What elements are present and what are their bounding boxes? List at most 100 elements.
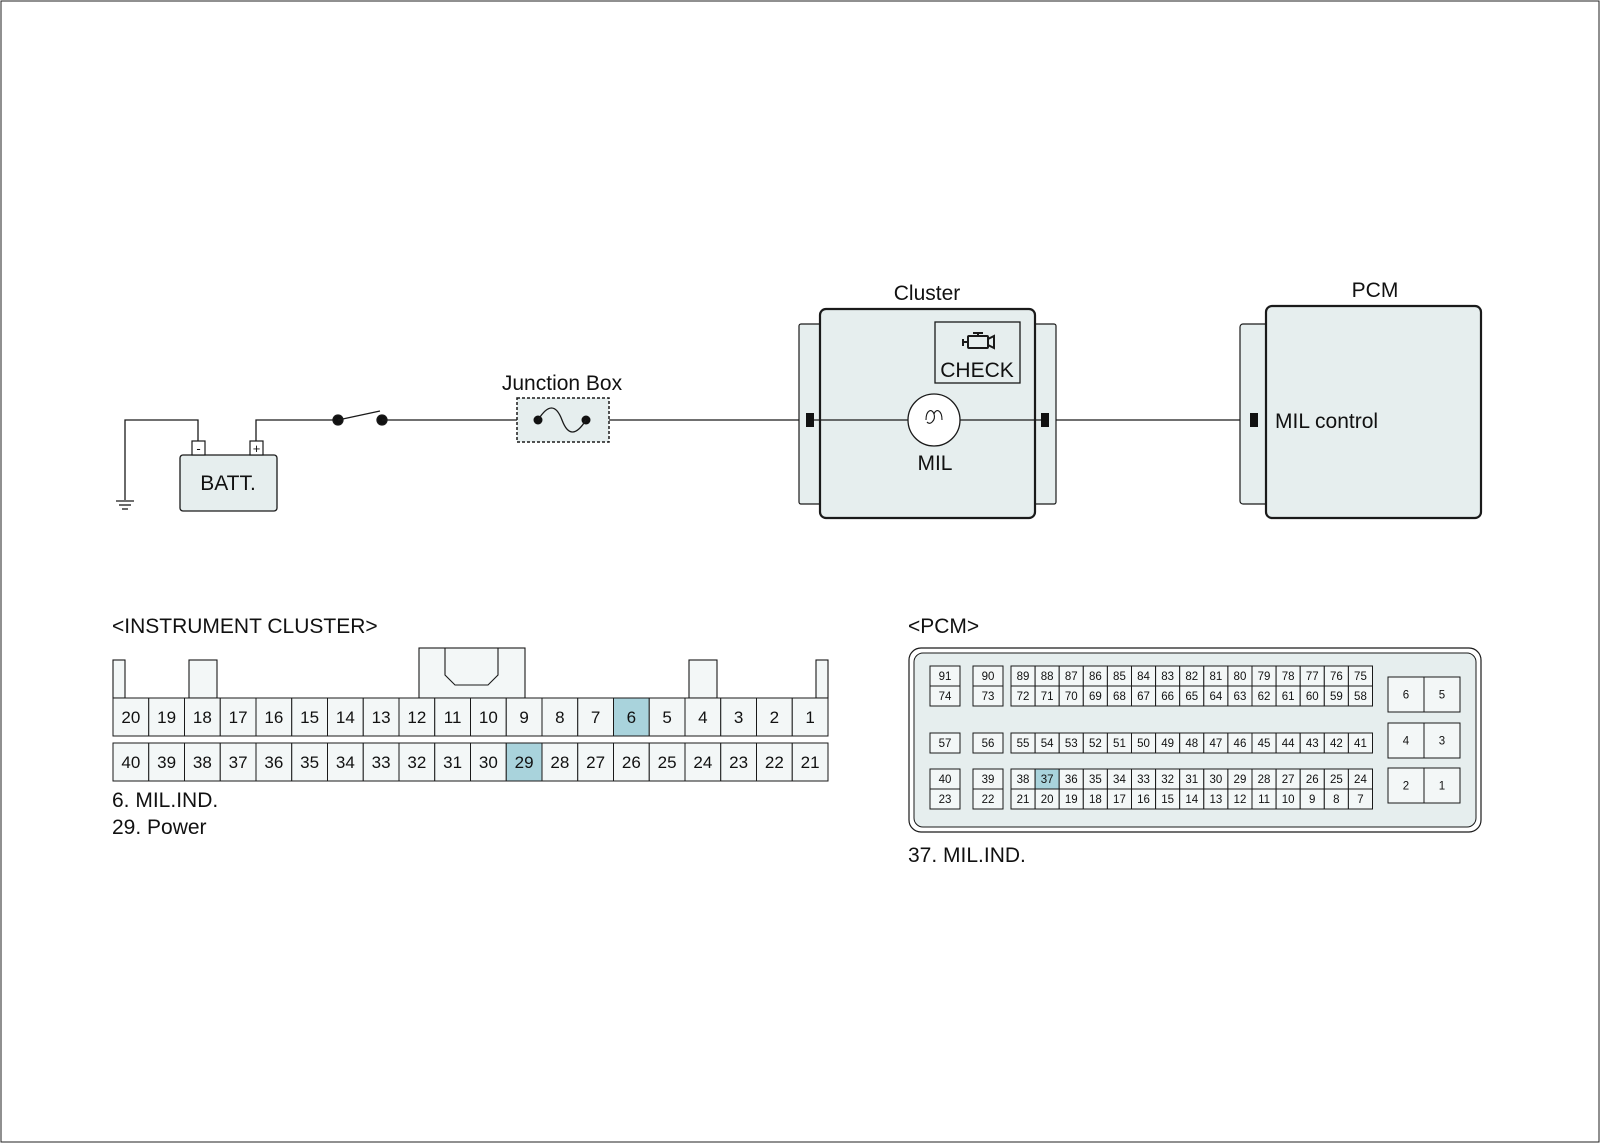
pin-number: 56: [982, 738, 995, 750]
connector-pin-17: 17: [1106, 788, 1133, 810]
pin-cell: [1423, 722, 1461, 759]
connector-pin-40: 40: [112, 742, 150, 782]
connector-pin-27: 27: [577, 742, 614, 782]
connector-pin-10: 10: [470, 697, 507, 737]
pin-number: 40: [121, 753, 140, 772]
pin-cell: [255, 742, 293, 782]
pin-number: 10: [1282, 794, 1295, 806]
pin-number: 42: [1330, 738, 1343, 750]
connector-pin-86: 86: [1082, 665, 1108, 687]
connector-pin-76: 76: [1323, 665, 1349, 687]
pin-number: 16: [264, 708, 283, 727]
connector-pin-68: 68: [1106, 685, 1133, 707]
pin-number: 71: [1041, 691, 1054, 703]
pin-cell: [1423, 676, 1461, 713]
pin-cell: [929, 788, 961, 810]
connector-pin-5: 5: [648, 697, 686, 737]
pin-number: 81: [1209, 671, 1222, 683]
connector-pin-15: 15: [291, 697, 328, 737]
connector-pin-67: 67: [1131, 685, 1157, 707]
pin-cell: [577, 697, 614, 737]
battery-positive-terminal: [249, 440, 264, 456]
connector-pin-64: 64: [1203, 685, 1229, 707]
pin-number: 18: [1089, 794, 1102, 806]
connector-pin-66: 66: [1155, 685, 1181, 707]
pin-number: 10: [479, 708, 498, 727]
pin-number: 87: [1065, 671, 1078, 683]
pin-cell: [398, 697, 436, 737]
connector-pin-73: 73: [972, 685, 1004, 707]
connector-pin-9: 9: [505, 697, 543, 737]
pin-number: 27: [586, 753, 605, 772]
battery-positive-wire: [255, 419, 338, 441]
connector-pin-87: 87: [1058, 665, 1084, 687]
connector-pin-60: 60: [1299, 685, 1325, 707]
connector-pin-41: 41: [1347, 732, 1374, 754]
pin-number: 8: [555, 708, 564, 727]
pin-number: 29: [515, 753, 534, 772]
connector-pin-7: 7: [577, 697, 614, 737]
connector-pin-70: 70: [1058, 685, 1084, 707]
pin-cell: [219, 742, 257, 782]
connector-pin-24: 24: [684, 742, 722, 782]
pin-number: 11: [1258, 794, 1270, 806]
connector-pin-79: 79: [1251, 665, 1277, 687]
pin-number: 19: [157, 708, 176, 727]
pin-cell: [470, 742, 507, 782]
connector-pin-40: 40: [929, 768, 961, 790]
connector-pin-4: 4: [1387, 722, 1425, 759]
connector-pin-25: 25: [648, 742, 686, 782]
pin-number: 23: [939, 794, 952, 806]
battery-positive-sign: +: [253, 441, 261, 456]
ignition-switch-icon: [332, 410, 388, 426]
pin-number: 49: [1161, 738, 1174, 750]
connector-pin-20: 20: [1034, 788, 1060, 810]
pin-cell: [1347, 788, 1374, 810]
connector-pin-15: 15: [1155, 788, 1181, 810]
connector-pin-91: 91: [929, 665, 961, 687]
connector-pin-1: 1: [1423, 767, 1461, 804]
pin-number: 41: [1354, 738, 1367, 750]
engine-check-icon: [962, 332, 995, 350]
pin-number: 53: [1065, 738, 1078, 750]
pin-number: 16: [1137, 794, 1150, 806]
pin-number: 28: [1258, 774, 1271, 786]
pin-number: 15: [1161, 794, 1174, 806]
pin-cell: [1387, 767, 1425, 804]
connector-pin-11: 11: [434, 697, 471, 737]
connector-pin-56: 56: [972, 732, 1004, 754]
pin-number: 36: [1065, 774, 1078, 786]
pin-cell: [972, 685, 1004, 707]
cluster-legend-2: 29. Power: [112, 816, 207, 839]
connector-pin-63: 63: [1227, 685, 1253, 707]
highlighted-pin-cell: [505, 742, 543, 782]
cluster-module: Cluster CHECK MIL: [798, 282, 1057, 520]
connector-pin-32: 32: [398, 742, 436, 782]
pin-number: 22: [765, 753, 784, 772]
connector-pin-19: 19: [148, 697, 185, 737]
connector-pin-12: 12: [1227, 788, 1253, 810]
pin-number: 38: [193, 753, 212, 772]
pin-number: 5: [1439, 690, 1445, 702]
pin-number: 66: [1161, 691, 1174, 703]
connector-pin-38: 38: [1010, 768, 1036, 790]
pin-cell: [1387, 722, 1425, 759]
connector-pin-65: 65: [1179, 685, 1205, 707]
connector-pin-16: 16: [255, 697, 293, 737]
connector-pin-75: 75: [1347, 665, 1374, 687]
connector-pin-83: 83: [1155, 665, 1181, 687]
connector-pin-22: 22: [972, 788, 1004, 810]
connector-pin-77: 77: [1299, 665, 1325, 687]
connector-pin-38: 38: [184, 742, 221, 782]
connector-pin-78: 78: [1275, 665, 1301, 687]
connector-pin-37: 37: [1034, 768, 1060, 790]
connector-pin-2: 2: [756, 697, 793, 737]
connector-pin-11: 11: [1251, 788, 1277, 810]
connector-pin-28: 28: [541, 742, 579, 782]
pin-cell: [1387, 676, 1425, 713]
connector-pin-2: 2: [1387, 767, 1425, 804]
connector-pin-45: 45: [1251, 732, 1277, 754]
connector-pin-32: 32: [1155, 768, 1181, 790]
pin-number: 67: [1137, 691, 1150, 703]
